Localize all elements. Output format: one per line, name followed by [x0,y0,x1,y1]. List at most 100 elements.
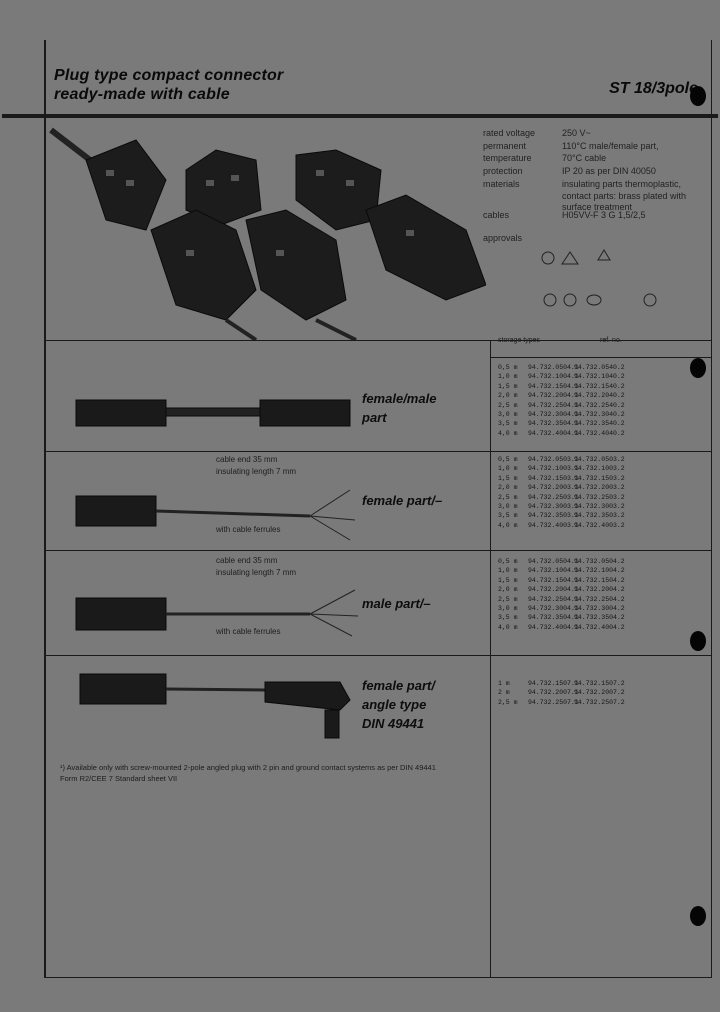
ref-no-cell: 94.732.1504.1 [528,382,579,390]
ref-no-cell: 94.732.3503.2 [574,512,625,520]
ref-no-cell: 94.732.2004.2 [574,586,625,594]
ref-no-cell: 94.732.4004.2 [574,623,625,631]
right-border [711,40,712,978]
ref-no-cell: 94.732.1504.1 [528,576,579,584]
ref-no-header: ref. no. [600,337,622,344]
ref-no-cell: 94.732.3504.1 [528,420,579,428]
ref-no-cell: 94.732.4003.1 [528,521,579,529]
ref-no-cell: 94.732.3003.2 [574,503,625,510]
ref-no-cell: 94.732.3003.1 [528,503,579,510]
cable-length-cell: 1,0 m [498,465,518,473]
spec-value: 110°C male/female part, 70°C cable [562,141,659,163]
cable-length-cell: 1 m [498,680,510,687]
cable-length-cell: 2,0 m [498,392,518,400]
ref-no-cell: 94.732.2004.1 [528,392,579,400]
table-row: 3,5 m 94.732.3504.194.732.3540.2 [498,420,625,427]
section-rule-1 [44,451,712,452]
approval-marks [541,249,657,307]
ref-no-cell: 94.732.1004.1 [528,567,579,575]
ref-no-cell: 94.732.1503.2 [574,474,625,482]
ref-no-cell: 94.732.2007.1 [528,689,579,697]
cable-length-cell: 4,0 m [498,429,518,437]
ref-no-cell: 94.732.2503.2 [574,493,625,501]
footnote: ¹) Available only with screw-mounted 2-p… [60,763,436,783]
cable-length-cell: 2 m [498,689,510,697]
ref-no-cell: 94.732.4040.2 [574,429,625,437]
ref-no-cell: 94.732.0503.2 [574,456,625,463]
ref-no-cell: 94.732.3004.2 [574,605,625,612]
ref-no-cell: 94.732.2504.1 [528,595,579,603]
plug-pin-icon [324,709,340,739]
female-connector-icon [79,673,167,705]
ref-no-cell: 94.732.3540.2 [574,420,625,428]
ref-no-cell: 94.732.1503.1 [528,474,579,482]
female-connector-icon [75,495,157,527]
section-label-female: female part/– [362,493,443,508]
spec-value: insulating parts thermoplastic, contact … [562,179,687,212]
ref-no-cell: 94.732.4004.1 [528,623,579,631]
spec-value: H05VV-F 3 G 1,5/2,5 [562,210,646,220]
ref-no-cell: 94.732.2003.1 [528,484,579,492]
product-photo [46,120,486,340]
stripping-note: insulating length 7 mm [216,467,297,476]
ref-no-cell: 94.732.1504.2 [574,576,625,584]
ref-no-cell: 94.732.0504.1 [528,364,579,371]
series-name: ST 18/3pole [609,80,698,97]
ref-no-cell: 94.732.1040.2 [574,373,625,381]
table-row: 0,5 m 94.732.0504.194.732.0540.2 [498,364,625,371]
cable-length-cell: 2,0 m [498,586,518,594]
ref-no-cell: 94.732.0504.2 [574,558,625,565]
ref-no-cell: 94.732.2507.1 [528,698,579,706]
cable-length-cell: 3,0 m [498,503,518,510]
ref-no-cell: 94.732.2040.2 [574,392,625,400]
cable-length-cell: 1,5 m [498,382,518,390]
ref-no-cell: 94.732.0540.2 [574,364,625,371]
table-row: 3,0 m 94.732.3004.194.732.3004.2 [498,605,625,612]
cable-length-cell: 1,0 m [498,373,518,381]
ref-no-cell: 94.732.0504.1 [528,558,579,565]
cable-length-cell: 4,0 m [498,623,518,631]
ref-no-cell: 94.732.3504.2 [574,614,625,622]
cable-length-cell: 4,0 m [498,521,518,529]
spec-label: rated voltage [483,128,536,138]
ref-no-cell: 94.732.2507.2 [574,698,625,706]
vde-mark-icon [541,251,555,265]
table-row: 1,0 m 94.732.1004.194.732.1004.2 [498,567,625,574]
table-row: 4,0 m 94.732.4004.194.732.4004.2 [498,624,625,631]
cable-length-cell: 3,5 m [498,420,518,428]
ref-no-cell: 94.732.2504.1 [528,401,579,409]
cable-length-cell: 3,5 m [498,512,518,520]
cable-length-cell: 3,0 m [498,605,518,612]
table-row: 3,0 m 94.732.3003.194.732.3003.2 [498,503,625,510]
spec-label: materials [483,179,520,189]
ref-no-cell: 94.732.2007.2 [574,689,625,697]
female-connector-icon [75,399,167,427]
cable-length-cell: 1,0 m [498,567,518,575]
n-mark-icon [563,293,577,307]
ref-no-cell: 94.732.1507.1 [528,680,579,687]
section-label-female-male: female/male part [362,391,437,425]
binder-hole [690,86,706,106]
cable-length-cell: 2,5 m [498,493,518,501]
ref-no-cell: 94.732.3004.1 [528,411,579,418]
oval-mark-icon [586,294,602,306]
cable-icon [165,407,267,417]
ref-no-cell: 94.732.4003.2 [574,521,625,529]
cable-length-cell: 0,5 m [498,364,518,371]
ref-no-cell: 94.732.1004.2 [574,567,625,575]
spec-label: cables [483,210,510,220]
ref-no-cell: 94.732.3004.1 [528,605,579,612]
section-label-male: male part/– [362,596,431,611]
binder-hole [690,358,706,378]
bottom-rule [44,977,712,978]
ref-no-cell: 94.732.2503.1 [528,493,579,501]
